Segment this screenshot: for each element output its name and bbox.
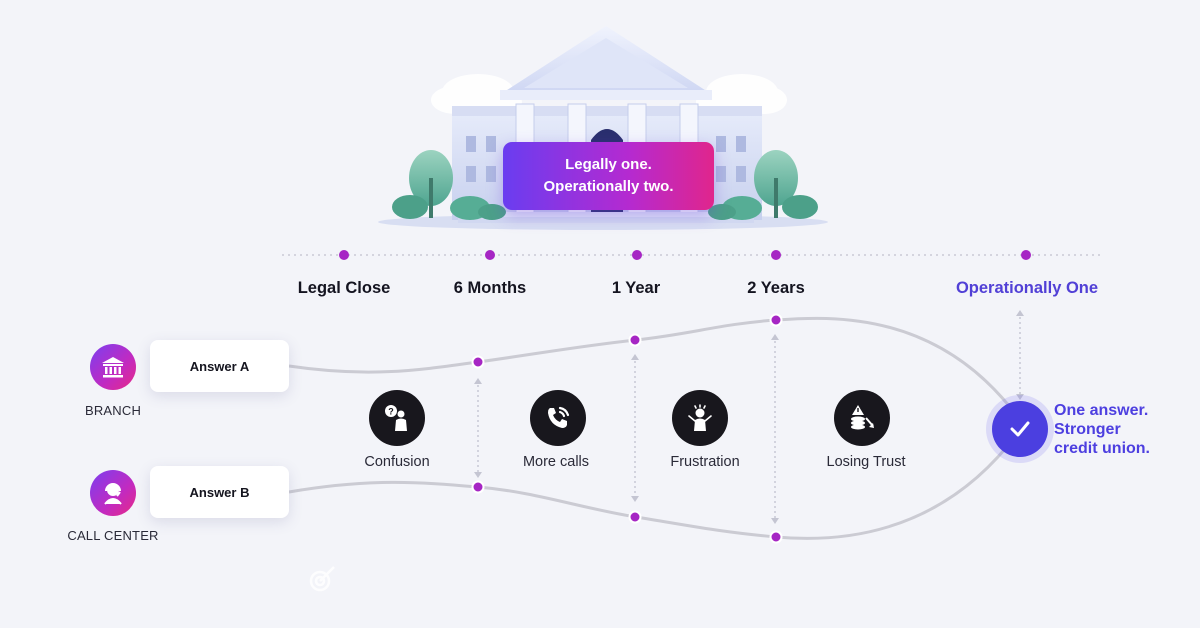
path-branch [288,316,1022,421]
pain-label-frustration: Frustration [670,454,740,470]
warning-coins-down-icon [834,390,890,446]
bank-icon [90,344,136,390]
timeline-node-2-years [771,250,781,260]
check-icon [992,401,1048,457]
tree-left-icon [392,150,506,220]
outcome-line-2: Stronger [1054,421,1121,438]
banner-line-2: Operationally two. [543,178,674,195]
milestone-1-year: 1 Year [611,279,661,297]
answer-a-label: Answer A [189,358,250,374]
target-watermark-icon [309,566,335,592]
path-node [769,530,783,544]
pain-label-more-calls: More calls [522,454,590,470]
milestone-legal-close: Legal Close [297,279,391,297]
path-node [769,313,783,327]
path-call-center [288,429,1022,540]
milestone-operationally-one: Operationally One [955,279,1099,297]
banner-line-1: Legally one. [565,156,652,173]
answer-card-a: Answer A [150,340,289,392]
outcome-text: One answer. Stronger credit union. [1054,401,1194,458]
timeline-nodes [339,250,1031,260]
headset-agent-icon [90,470,136,516]
pain-label-confusion: Confusion [364,454,430,470]
milestone-2-years: 2 Years [747,279,805,297]
frustrated-person-icon [672,390,728,446]
path-node [471,355,485,369]
phone-ringing-icon [530,390,586,446]
outcome-line-1: One answer. [1054,402,1149,419]
timeline-node-1-year [632,250,642,260]
answer-b-label: Answer B [189,484,250,500]
outcome-line-3: credit union. [1054,440,1150,457]
path-node [471,480,485,494]
confused-person-icon: ? [369,390,425,446]
timeline-node-legal-close [339,250,349,260]
milestone-6-months: 6 Months [453,279,527,297]
source-label-call-center: CALL CENTER [67,528,159,543]
timeline-node-6-months [485,250,495,260]
pain-label-losing-trust: Losing Trust [826,454,906,470]
path-node [628,510,642,524]
cloud-right-icon [696,74,787,114]
svg-text:?: ? [388,407,394,417]
answer-card-b: Answer B [150,466,289,518]
tree-right-icon [708,150,818,220]
timeline-node-operationally-one [1021,250,1031,260]
status-banner: Legally one. Operationally two. [503,142,714,210]
path-node [628,333,642,347]
source-label-branch: BRANCH [84,403,142,418]
